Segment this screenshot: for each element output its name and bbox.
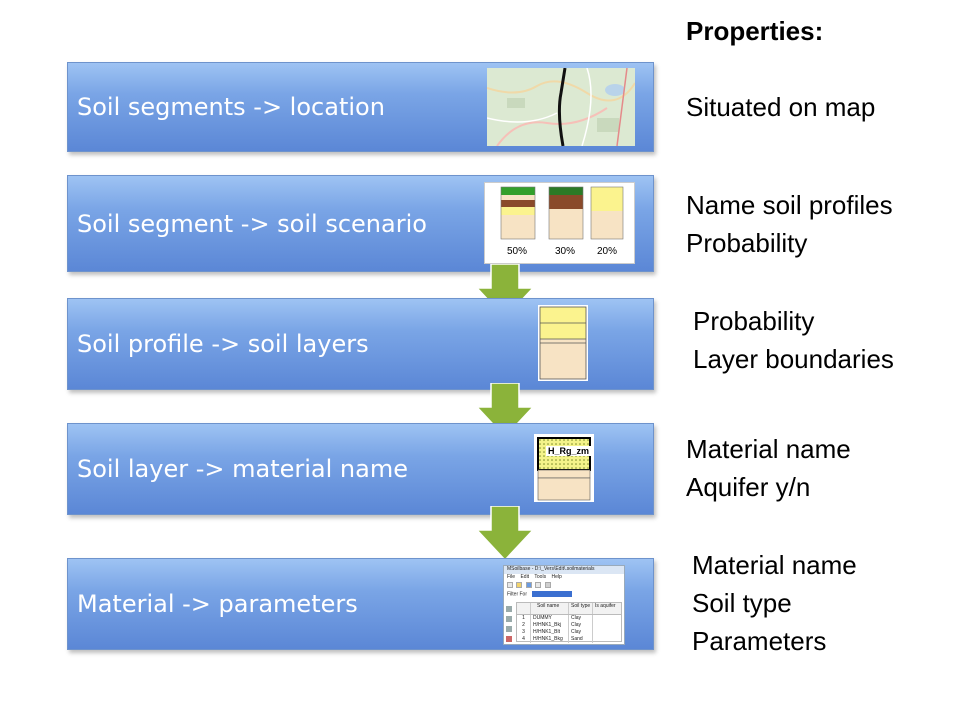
table-row: 2 H/HNK1_Bkj Clay [517, 622, 621, 629]
properties-parameters: Material name Soil type Parameters [692, 546, 857, 660]
material-tag: H_Rg_zm [546, 446, 592, 456]
menu-edit: Edit [520, 574, 530, 580]
software-title: MSoilbase - D:\_Vers\Edit\.soilmaterials [507, 566, 595, 572]
scenario-pct-3: 20% [597, 246, 618, 257]
menu-help: Help [551, 574, 562, 580]
properties-soil-scenario: Name soil profiles Probability [686, 186, 893, 262]
down-arrow-icon [477, 506, 533, 560]
properties-title: Properties: [686, 16, 824, 46]
step-box-parameters: Material -> parameters MSoilbase - D:\_V… [67, 558, 654, 650]
table-row: 1 DUMMY Clay [517, 615, 621, 622]
property-item: Probability [686, 228, 808, 258]
table-row: 3 H/HNK1_Blt Clay [517, 629, 621, 636]
step-label-material-name: Soil layer -> material name [77, 455, 408, 483]
filter-label: Filter For [507, 591, 527, 598]
map-thumbnail [487, 68, 635, 146]
property-item: Soil type [692, 588, 792, 618]
property-item: Name soil profiles [686, 190, 893, 220]
scenario-pct-2: 30% [555, 246, 576, 257]
property-item: Situated on map [686, 92, 876, 122]
step-label-location: Soil segments -> location [77, 93, 385, 121]
property-item: Aquifer y/n [686, 472, 811, 502]
properties-material-name: Material name Aquifer y/n [686, 430, 851, 506]
step-label-soil-layers: Soil profile -> soil layers [77, 330, 369, 358]
property-item: Parameters [692, 626, 827, 656]
software-toolbar [504, 582, 624, 591]
down-arrow-icon [477, 383, 533, 437]
property-item: Material name [692, 550, 857, 580]
step-label-soil-scenario: Soil segment -> soil scenario [77, 209, 427, 238]
menu-tools: Tools [534, 574, 547, 580]
software-side-icons [506, 606, 514, 642]
step-box-soil-layers: Soil profile -> soil layers [67, 298, 654, 390]
scenario-pct-1: 50% [507, 246, 528, 257]
soil-scenario-thumbnail: 50% 30% 20% [484, 182, 635, 264]
software-filter-row: Filter For [504, 591, 624, 600]
properties-location: Situated on map [686, 88, 875, 126]
property-item: Probability [693, 306, 815, 336]
step-box-location: Soil segments -> location [67, 62, 654, 152]
software-title-bar: MSoilbase - D:\_Vers\Edit\.soilmaterials [504, 566, 624, 574]
material-layer-thumbnail: H_Rg_zm [534, 434, 594, 502]
soil-layers-thumbnail [538, 305, 588, 381]
property-item: Layer boundaries [693, 344, 894, 374]
col-is-aquifer: Is aquifer [595, 603, 616, 609]
col-soil-name: Soil name [531, 603, 569, 614]
properties-soil-layers: Probability Layer boundaries [693, 302, 894, 378]
menu-file: File [507, 574, 516, 580]
property-item: Material name [686, 434, 851, 464]
step-box-soil-scenario: Soil segment -> soil scenario [67, 175, 654, 272]
software-menu: File Edit Tools Help [504, 574, 624, 582]
step-box-material-name: Soil layer -> material name H_Rg_zm [67, 423, 654, 515]
step-label-parameters: Material -> parameters [77, 590, 358, 618]
software-thumbnail: MSoilbase - D:\_Vers\Edit\.soilmaterials… [503, 565, 625, 645]
software-table-header: Soil name Soil type Is aquifer [517, 603, 621, 615]
table-row: 4 H/HNK1_Bkg Sand [517, 636, 621, 643]
software-table: Soil name Soil type Is aquifer 1 DUMMY C… [516, 602, 622, 643]
col-soil-type: Soil type [569, 603, 593, 614]
